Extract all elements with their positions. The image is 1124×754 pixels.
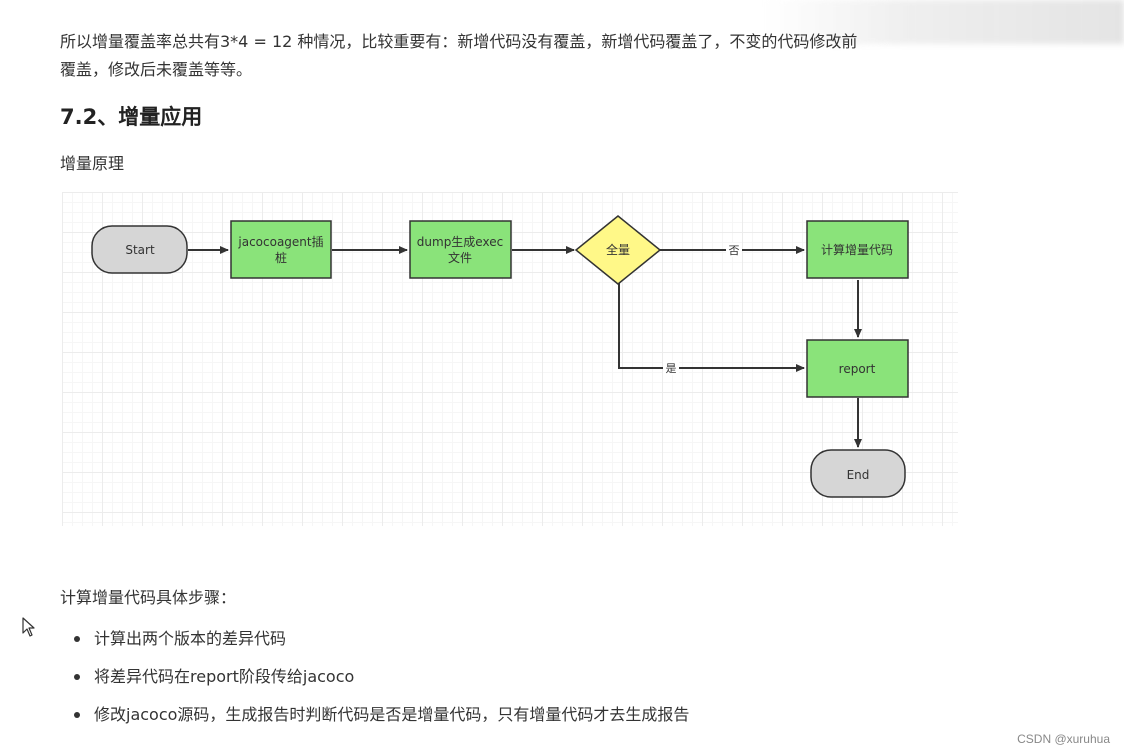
- node-decision: [574, 215, 662, 285]
- bullet-icon: [74, 712, 80, 718]
- node-calc-label: 计算增量代码: [821, 242, 893, 257]
- edge-label-no-bg: [726, 243, 742, 257]
- node-start-label: Start: [125, 243, 155, 257]
- diagram-subtitle: 增量原理: [60, 154, 125, 173]
- list-item-text: 将差异代码在report阶段传给jacoco: [94, 667, 355, 686]
- list-item-text: 修改jacoco源码，生成报告时判断代码是否是增量代码，只有增量代码才去生成报告: [94, 705, 690, 724]
- node-dump-label-2: 文件: [448, 250, 472, 265]
- node-decision-label: 全量: [606, 242, 630, 257]
- steps-title: 计算增量代码具体步骤：: [60, 588, 237, 607]
- node-start: [91, 225, 188, 274]
- watermark: CSDN @xuruhua: [1017, 732, 1110, 746]
- node-dump: [409, 220, 512, 279]
- list-item: 计算出两个版本的差异代码: [60, 624, 689, 662]
- node-agent-label-1: jacocoagent插: [237, 235, 323, 249]
- mouse-cursor-icon: [22, 617, 35, 637]
- node-end: [810, 449, 906, 498]
- node-report: [806, 339, 909, 398]
- edge-label-no: 否: [729, 244, 740, 257]
- intro-line-2: 覆盖，修改后未覆盖等等。: [60, 60, 253, 79]
- edge-decision-report: [618, 282, 805, 372]
- video-overlay-blur: [764, 0, 1124, 44]
- list-item: 修改jacoco源码，生成报告时判断代码是否是增量代码，只有增量代码才去生成报告: [60, 700, 689, 738]
- node-agent: [230, 220, 332, 279]
- intro-line-1: 所以增量覆盖率总共有3*4 = 12 种情况，比较重要有：新增代码没有覆盖，新增…: [60, 32, 858, 51]
- steps-list: 计算出两个版本的差异代码 将差异代码在report阶段传给jacoco 修改ja…: [60, 624, 689, 738]
- node-report-label: report: [839, 362, 876, 376]
- intro-paragraph: 所以增量覆盖率总共有3*4 = 12 种情况，比较重要有：新增代码没有覆盖，新增…: [60, 28, 960, 84]
- edge-label-yes-bg: [663, 361, 679, 375]
- node-end-label: End: [847, 468, 870, 482]
- bullet-icon: [74, 636, 80, 642]
- edge-label-yes: 是: [666, 362, 677, 375]
- list-item: 将差异代码在report阶段传给jacoco: [60, 662, 689, 700]
- bullet-icon: [74, 674, 80, 680]
- node-dump-label-1: dump生成exec: [417, 235, 503, 249]
- flowchart-svg: 否 是 Start jacocoagent插 桩 dump生成exec 文件 全…: [91, 215, 909, 498]
- node-agent-label-2: 桩: [275, 250, 287, 265]
- flowchart: 否 是 Start jacocoagent插 桩 dump生成exec 文件 全…: [62, 192, 958, 526]
- list-item-text: 计算出两个版本的差异代码: [94, 629, 287, 648]
- node-calc: [806, 220, 909, 279]
- section-title: 7.2、增量应用: [60, 105, 203, 129]
